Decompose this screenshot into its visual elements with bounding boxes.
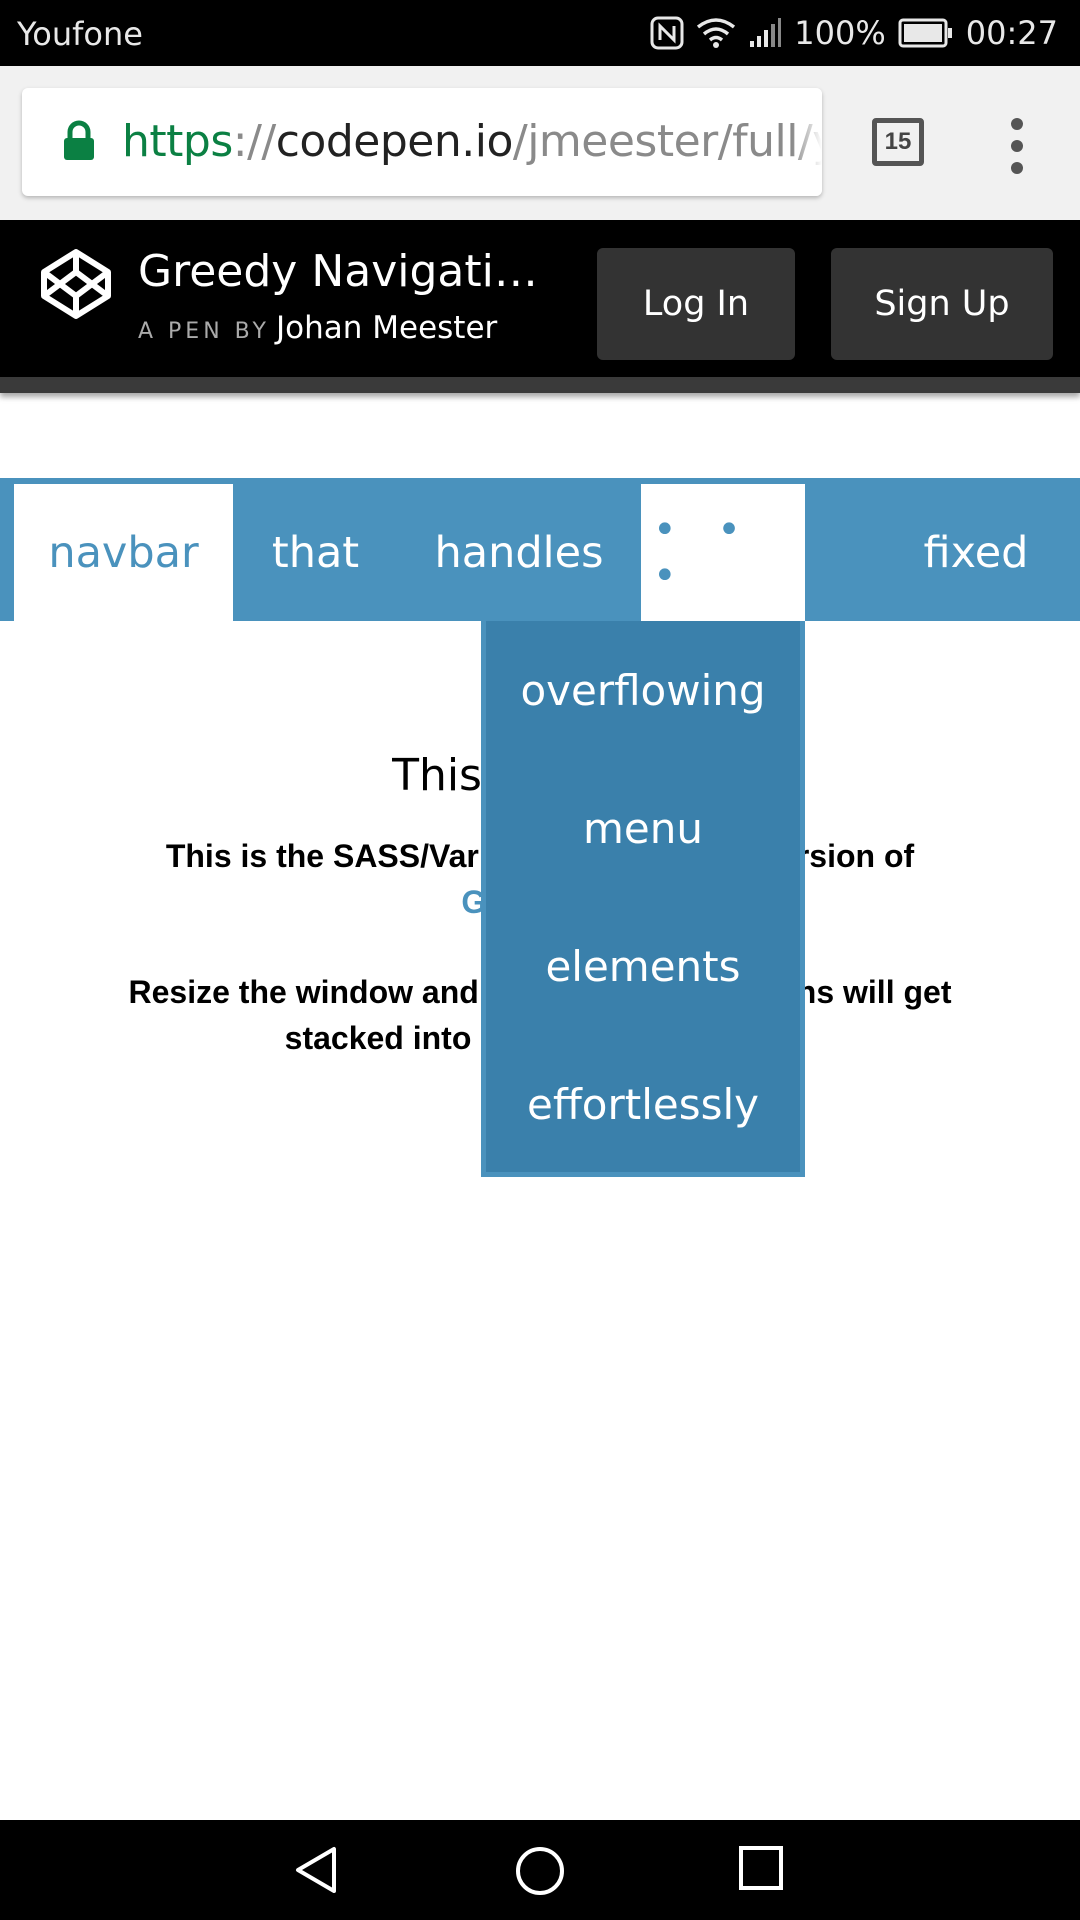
battery-icon: [898, 18, 952, 48]
signup-button[interactable]: Sign Up: [831, 248, 1053, 360]
tab-switcher-button[interactable]: 15: [872, 118, 924, 166]
login-button[interactable]: Log In: [597, 248, 795, 360]
dropdown-item-effortlessly[interactable]: effortlessly: [526, 1079, 759, 1129]
p2-text-right: ns will get: [796, 974, 952, 1010]
browser-toolbar: https://codepen.io/jmeester/full/yV 15: [0, 66, 1080, 220]
battery-percent: 100%: [794, 14, 886, 52]
home-icon[interactable]: [514, 1845, 566, 1897]
overflow-menu-icon[interactable]: [1000, 118, 1034, 174]
wifi-icon: [697, 18, 736, 48]
overflow-dropdown: overflowing menu elements effortlessly: [481, 621, 805, 1177]
nfc-icon: [650, 16, 684, 50]
nav-more-button[interactable]: • • •: [641, 484, 805, 621]
content-paragraph-2: Resize the window and ns will get stacked…: [110, 969, 970, 1061]
status-icons: 100% 00:27: [650, 12, 1058, 54]
url-fade: [792, 88, 822, 196]
dropdown-item-elements[interactable]: elements: [545, 941, 741, 991]
back-icon[interactable]: [292, 1845, 342, 1895]
pen-by-label: A PEN BY: [138, 319, 270, 344]
nav-item-that[interactable]: that: [271, 527, 360, 578]
dropdown-item-overflowing[interactable]: overflowing: [520, 665, 766, 715]
url-scheme: https: [122, 116, 233, 167]
clock: 00:27: [965, 14, 1058, 52]
recents-icon[interactable]: [738, 1845, 784, 1891]
android-nav-bar: [0, 1820, 1080, 1920]
nav-item-handles[interactable]: handles: [434, 527, 604, 578]
p2-text-line2: stacked into: [284, 1020, 472, 1056]
p2-text-left: Resize the window and: [128, 974, 479, 1010]
lock-icon: [64, 120, 94, 160]
nav-item-navbar[interactable]: navbar: [14, 484, 233, 621]
p1-text-left: This is the SASS/Var: [165, 838, 479, 874]
tab-count: 15: [884, 128, 912, 155]
dropdown-item-menu[interactable]: menu: [583, 803, 703, 853]
url-separator: ://: [232, 116, 276, 167]
nav-item-fixed[interactable]: fixed: [923, 527, 1029, 578]
url-bar[interactable]: https://codepen.io/jmeester/full/yV: [22, 88, 822, 196]
pen-author-link[interactable]: Johan Meester: [276, 310, 498, 346]
signal-icon: [750, 18, 782, 47]
url-path: /jmeester/full/yV: [512, 116, 822, 167]
p1-text-right: rsion of: [796, 838, 915, 874]
pen-title: Greedy Navigati…: [138, 246, 538, 297]
greedy-navbar: navbar that handles • • • fixed: [0, 478, 1080, 621]
url-host: codepen.io: [275, 116, 514, 167]
status-bar: Youfone 100% 00:27: [0, 0, 1080, 66]
header-divider: [0, 377, 1080, 393]
url-text: https://codepen.io/jmeester/full/yV: [122, 116, 822, 167]
carrier-name: Youfone: [17, 15, 143, 53]
codepen-logo-icon[interactable]: [38, 246, 114, 322]
